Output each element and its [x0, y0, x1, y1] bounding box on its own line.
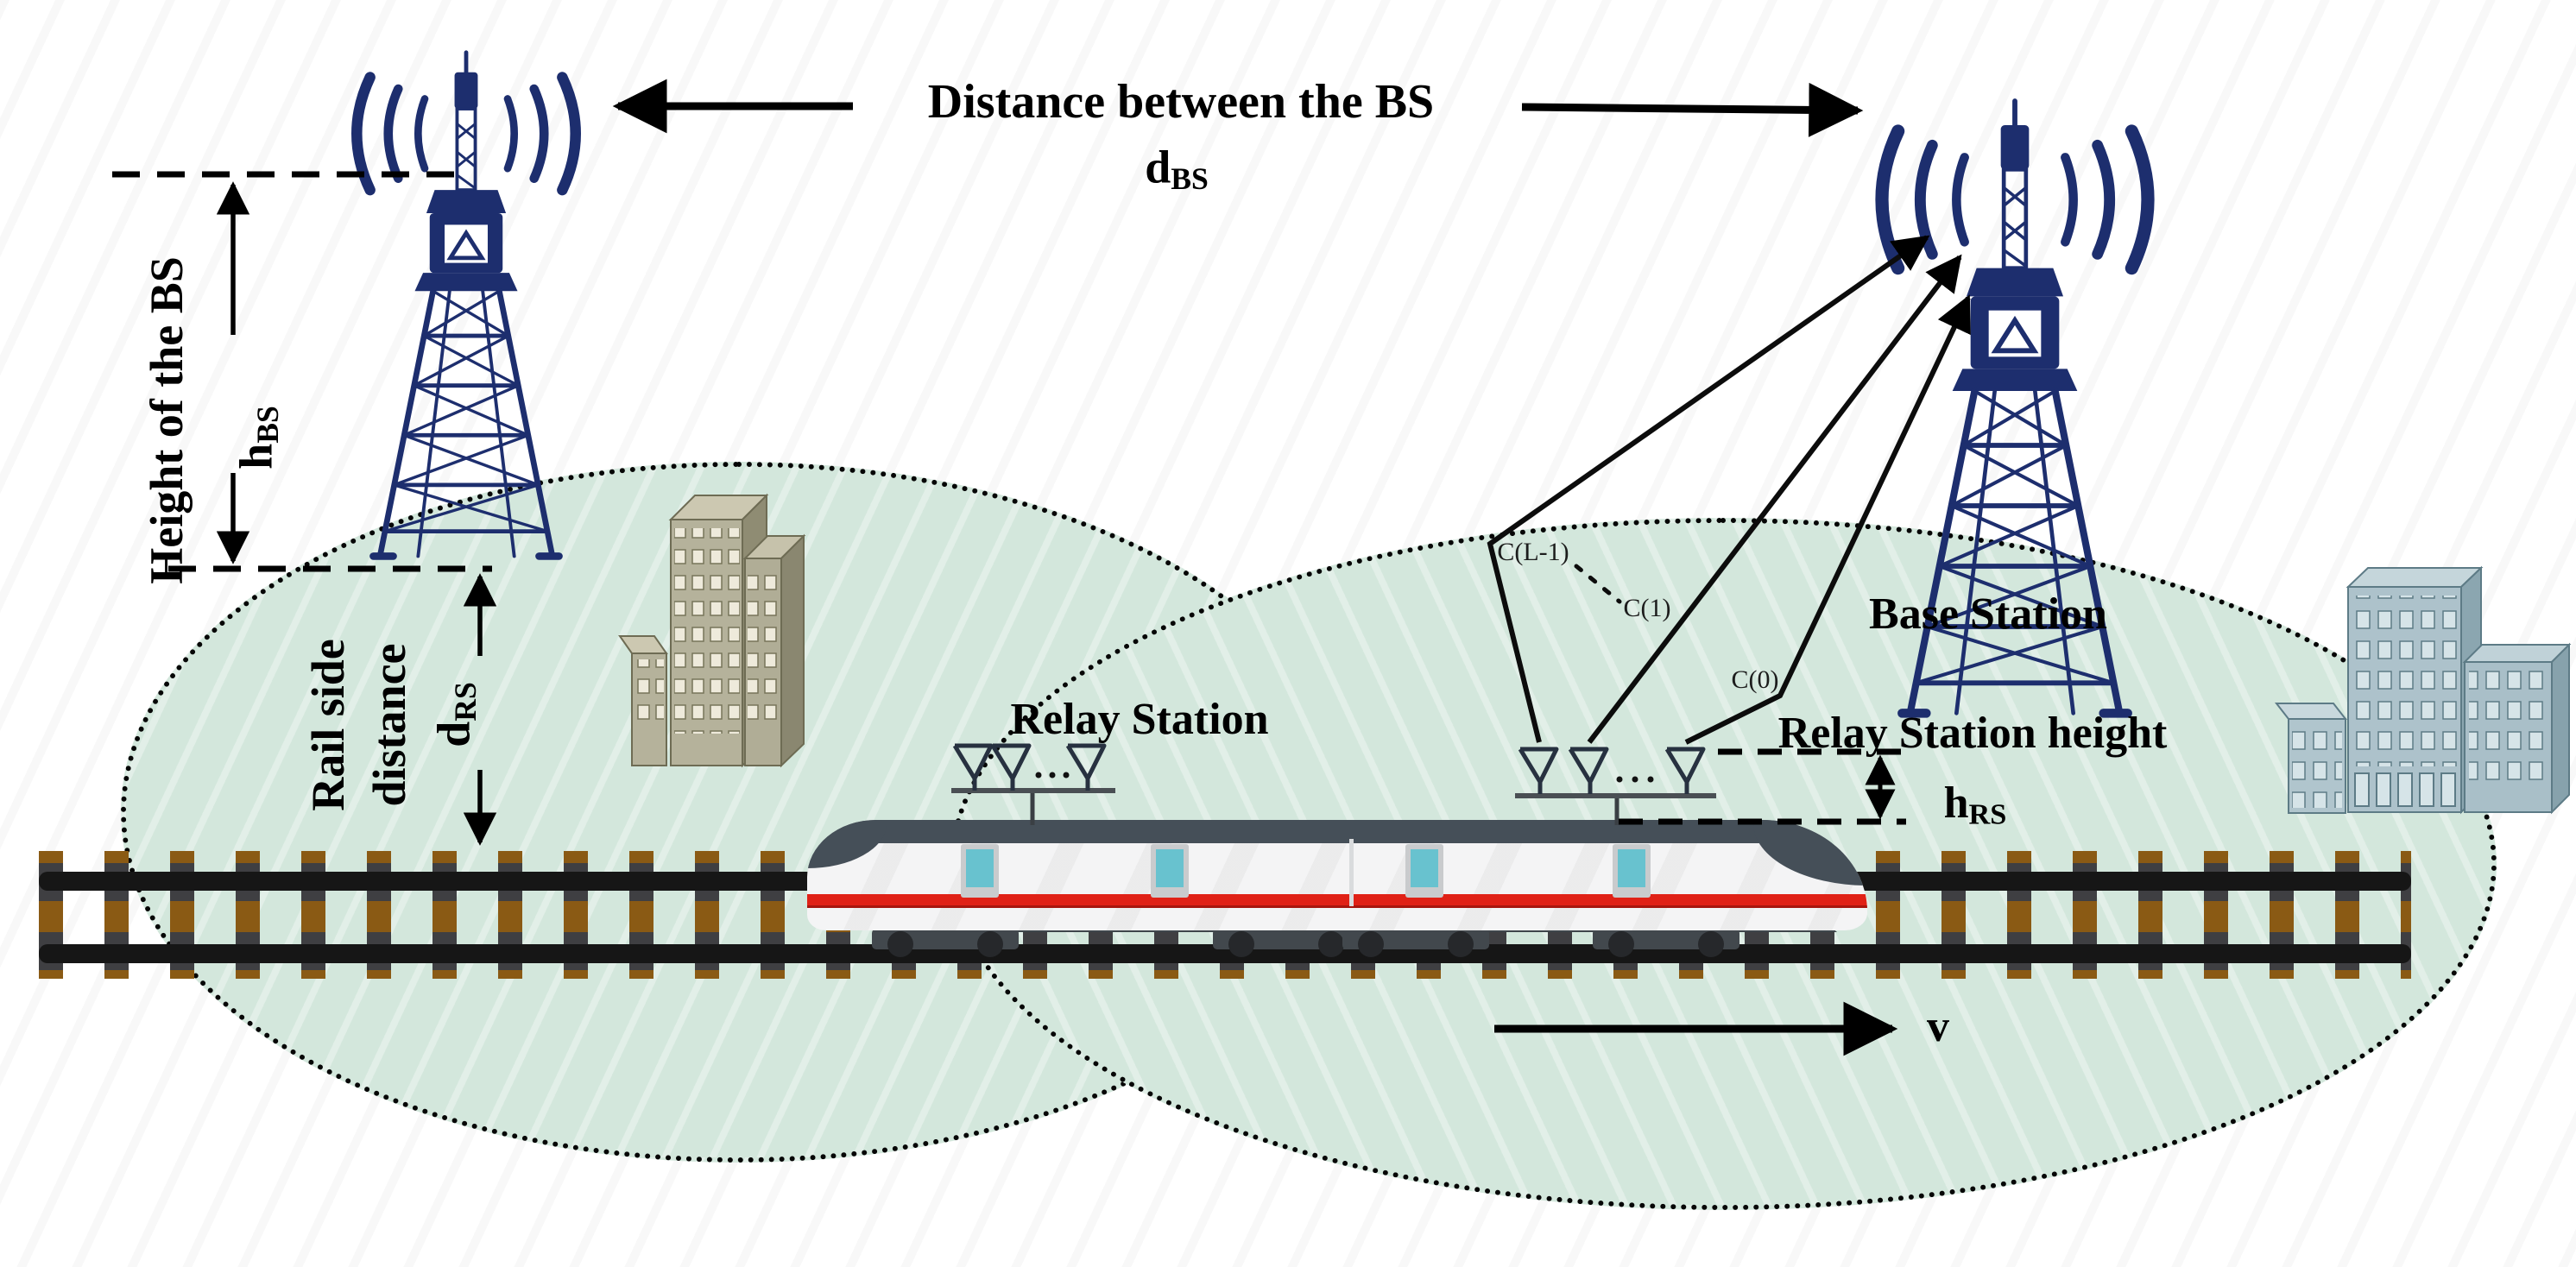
rail-side-label-line1: Rail side	[302, 639, 354, 811]
relay-station-height-label: Relay Station height	[1777, 709, 2168, 758]
antenna-icon	[1570, 749, 1607, 794]
train-window-glass	[966, 849, 994, 887]
channel-tap-1-label: C(1)	[1623, 594, 1671, 622]
ray-c-last	[1487, 235, 1930, 743]
drs-sub: RS	[448, 682, 483, 722]
left-building	[618, 493, 806, 768]
dbs-var: d	[1145, 141, 1171, 193]
height-of-bs-label: Height of the BS	[141, 256, 193, 584]
train-body	[807, 820, 1867, 930]
ellipsis-dot	[1616, 776, 1623, 783]
velocity-label: v	[1927, 1002, 1949, 1051]
ray-c1	[1587, 254, 1962, 744]
hbs-symbol: hBS	[230, 406, 286, 470]
train-bogie	[872, 929, 1019, 957]
channel-tap-0-label: C(0)	[1731, 665, 1779, 694]
train-window	[1151, 844, 1189, 898]
rail-bottom	[39, 944, 2411, 963]
train-window-glass	[1411, 849, 1438, 887]
train-bogie	[1593, 929, 1739, 957]
ellipsis-dot	[1049, 772, 1056, 778]
antenna-icon	[993, 746, 1029, 791]
relay-station-label: Relay Station	[1010, 695, 1269, 744]
train-bogie	[1213, 929, 1360, 957]
dbs-arrow-right	[1521, 82, 1864, 137]
train-window-glass	[1156, 849, 1184, 887]
antenna-icon	[955, 746, 991, 791]
hrs-symbol: hRS	[1944, 781, 2007, 829]
high-speed-train	[807, 820, 1867, 957]
base-station-tower-left	[357, 53, 575, 557]
hrs-sub: RS	[1968, 797, 2007, 831]
hbs-var: h	[230, 443, 282, 470]
ray-ellipsis-dots	[1574, 564, 1622, 604]
dbs-sub: BS	[1171, 161, 1209, 197]
ellipsis-dot	[1632, 776, 1638, 783]
right-building	[2274, 565, 2572, 815]
ellipsis-dot	[1063, 772, 1070, 778]
antenna-icon	[1667, 749, 1703, 794]
relay-antenna-array-left	[951, 746, 1115, 825]
train-bogie	[1342, 929, 1489, 957]
rail-side-label-line2: distance	[363, 643, 415, 807]
ellipsis-dot	[1647, 776, 1654, 783]
distance-between-bs-label: Distance between the BS	[927, 75, 1435, 129]
base-station-label: Base Station	[1869, 589, 2107, 639]
ray-c0	[1684, 294, 1971, 745]
ellipsis-dot	[1035, 772, 1042, 778]
hrs-var: h	[1943, 778, 1969, 829]
drs-var: d	[427, 721, 480, 747]
drs-symbol: dRS	[427, 682, 483, 747]
antenna-icon	[1068, 746, 1104, 791]
dbs-symbol: dBS	[1145, 143, 1209, 194]
relay-antenna-array-right	[1515, 749, 1716, 825]
hbs-sub: BS	[250, 406, 286, 444]
train-car-gap	[1349, 839, 1354, 906]
train-window	[961, 844, 999, 898]
antenna-icon	[1520, 749, 1556, 794]
train-window	[1405, 844, 1443, 898]
channel-tap-last-label: C(L-1)	[1497, 538, 1569, 566]
train-red-stripe	[807, 894, 1867, 908]
train-window-glass	[1618, 849, 1645, 887]
train-window	[1613, 844, 1651, 898]
